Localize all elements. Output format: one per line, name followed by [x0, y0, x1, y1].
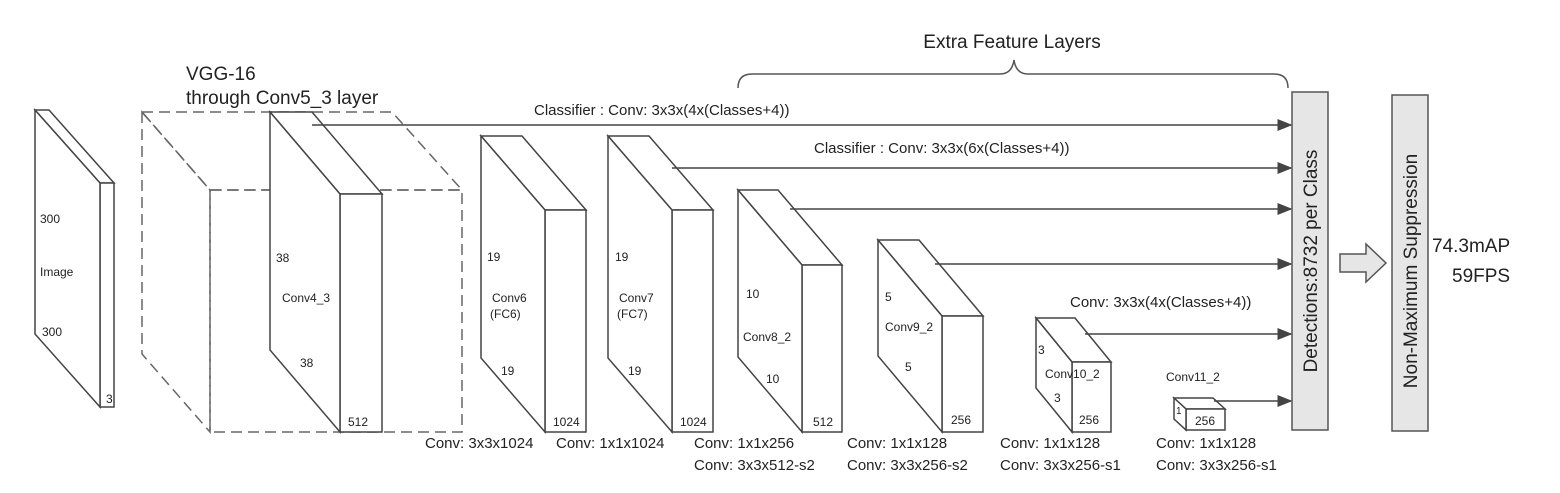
nms-box	[1391, 94, 1429, 432]
image-name-label: Image	[40, 265, 74, 279]
conv7-name-label: Conv7	[619, 291, 654, 305]
conv11-2-depth-label: 256	[1195, 414, 1215, 428]
conv6-block: 19 Conv6 (FC6) 19 1024	[479, 133, 588, 435]
result-fps: 59FPS	[1452, 266, 1510, 287]
conv4-3-block: 38 Conv4_3 38 512	[268, 109, 384, 435]
detections-box	[1291, 91, 1329, 431]
classifier-label-3: Conv: 3x3x(4x(Classes+4))	[1070, 294, 1251, 311]
conv7-depth-label: 1024	[680, 415, 707, 429]
conv9-2-width-label: 5	[905, 360, 912, 374]
conv4-3-depth-label: 512	[348, 415, 368, 429]
conv9-2-name-label: Conv9_2	[885, 320, 933, 334]
conv9-2-depth-label: 256	[951, 413, 971, 427]
conv9-2-block: 5 Conv9_2 5 256	[876, 237, 985, 435]
input-image-block: 300 Image 300 3	[33, 108, 116, 409]
vgg-label-line2: through Conv5_3 layer	[186, 88, 379, 109]
conv7-subname-label: (FC7)	[617, 307, 648, 321]
bottom-label-conv6: Conv: 3x3x1024	[425, 435, 533, 452]
conv6-width-label: 19	[501, 364, 515, 378]
conv4-3-width-label: 38	[300, 356, 314, 370]
nms-label: Non-Maximum Suppression	[1401, 154, 1422, 388]
conv10-2-name-label: Conv10_2	[1045, 367, 1100, 381]
vgg-label-line1: VGG-16	[186, 64, 256, 85]
conv4-3-height-label: 38	[276, 251, 290, 265]
conv11-2-name-label: Conv11_2	[1166, 370, 1220, 384]
bottom-label-conv11-2: Conv: 3x3x256-s1	[1156, 457, 1277, 474]
extra-feature-layers-brace	[737, 59, 1289, 89]
conv7-width-label: 19	[628, 364, 642, 378]
conv6-subname-label: (FC6)	[490, 307, 521, 321]
bottom-label-conv7: Conv: 1x1x1024	[556, 435, 664, 452]
bottom-label-conv11-1: Conv: 1x1x128	[1156, 435, 1256, 452]
conv11-2-height-label: 1	[1176, 406, 1182, 417]
conv8-2-width-label: 10	[766, 372, 780, 386]
classifier-label-1: Classifier : Conv: 3x3x(4x(Classes+4))	[534, 102, 790, 119]
conv6-depth-label: 1024	[553, 415, 580, 429]
conv8-2-height-label: 10	[746, 287, 760, 301]
conv8-2-depth-label: 512	[813, 415, 833, 429]
conv9-2-height-label: 5	[885, 290, 892, 304]
result-map: 74.3mAP	[1432, 236, 1510, 257]
extra-feature-layers-title: Extra Feature Layers	[923, 32, 1100, 53]
detections-label: Detections:8732 per Class	[1301, 150, 1322, 373]
vgg-dashed-block	[140, 109, 464, 435]
nms-arrow-icon	[1339, 242, 1388, 284]
conv6-name-label: Conv6	[492, 291, 527, 305]
conv8-2-name-label: Conv8_2	[743, 330, 791, 344]
conv7-height-label: 19	[615, 250, 629, 264]
bottom-label-conv8-2: Conv: 3x3x512-s2	[694, 457, 815, 474]
conv10-2-block: 3 Conv10_2 3 256	[1034, 315, 1113, 435]
bottom-label-conv8-1: Conv: 1x1x256	[694, 435, 794, 452]
conv6-height-label: 19	[487, 250, 501, 264]
image-height-label: 300	[40, 212, 60, 226]
bottom-label-conv9-1: Conv: 1x1x128	[847, 435, 947, 452]
bottom-label-conv10-1: Conv: 1x1x128	[1000, 435, 1100, 452]
conv7-block: 19 Conv7 (FC7) 19 1024	[606, 133, 715, 435]
conv4-3-name-label: Conv4_3	[282, 291, 330, 305]
conv10-2-height-label: 3	[1038, 343, 1045, 357]
conv10-2-width-label: 3	[1054, 391, 1061, 405]
bottom-label-conv9-2: Conv: 3x3x256-s2	[847, 457, 968, 474]
image-width-label: 300	[42, 325, 62, 339]
bottom-label-conv10-2: Conv: 3x3x256-s1	[1000, 457, 1121, 474]
conv10-2-depth-label: 256	[1079, 413, 1099, 427]
conv8-2-block: 10 Conv8_2 10 512	[736, 187, 844, 435]
image-depth-label: 3	[106, 392, 113, 406]
conv11-2-block: Conv11_2 1 256	[1166, 370, 1227, 432]
classifier-label-2: Classifier : Conv: 3x3x(6x(Classes+4))	[814, 140, 1070, 157]
